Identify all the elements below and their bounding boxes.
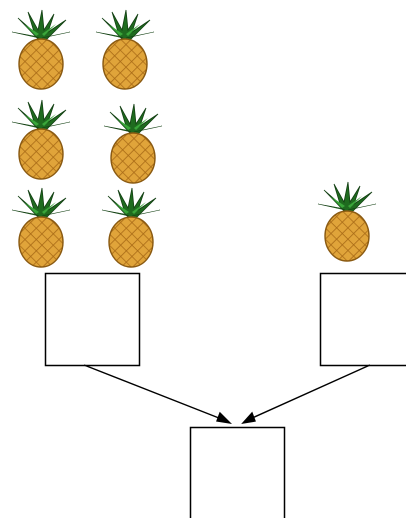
arrows — [83, 364, 371, 425]
left-count-box[interactable] — [44, 272, 141, 367]
pineapple-icon — [11, 187, 71, 268]
pineapple-icon — [101, 187, 161, 268]
right-arrowhead — [241, 411, 256, 425]
pineapple-icon — [11, 9, 71, 90]
pineapple-icon — [317, 181, 377, 262]
pineapple-icon — [11, 99, 71, 180]
pineapple-icon — [95, 9, 155, 90]
right-count-box[interactable] — [319, 272, 406, 367]
total-count-box[interactable] — [189, 426, 286, 518]
pineapple-icon — [103, 103, 163, 184]
left-arrow-line — [83, 364, 225, 421]
left-arrowhead — [216, 411, 233, 425]
left-pineapple-group — [11, 9, 163, 268]
right-arrow-line — [249, 364, 371, 420]
right-pineapple-group — [317, 181, 377, 262]
